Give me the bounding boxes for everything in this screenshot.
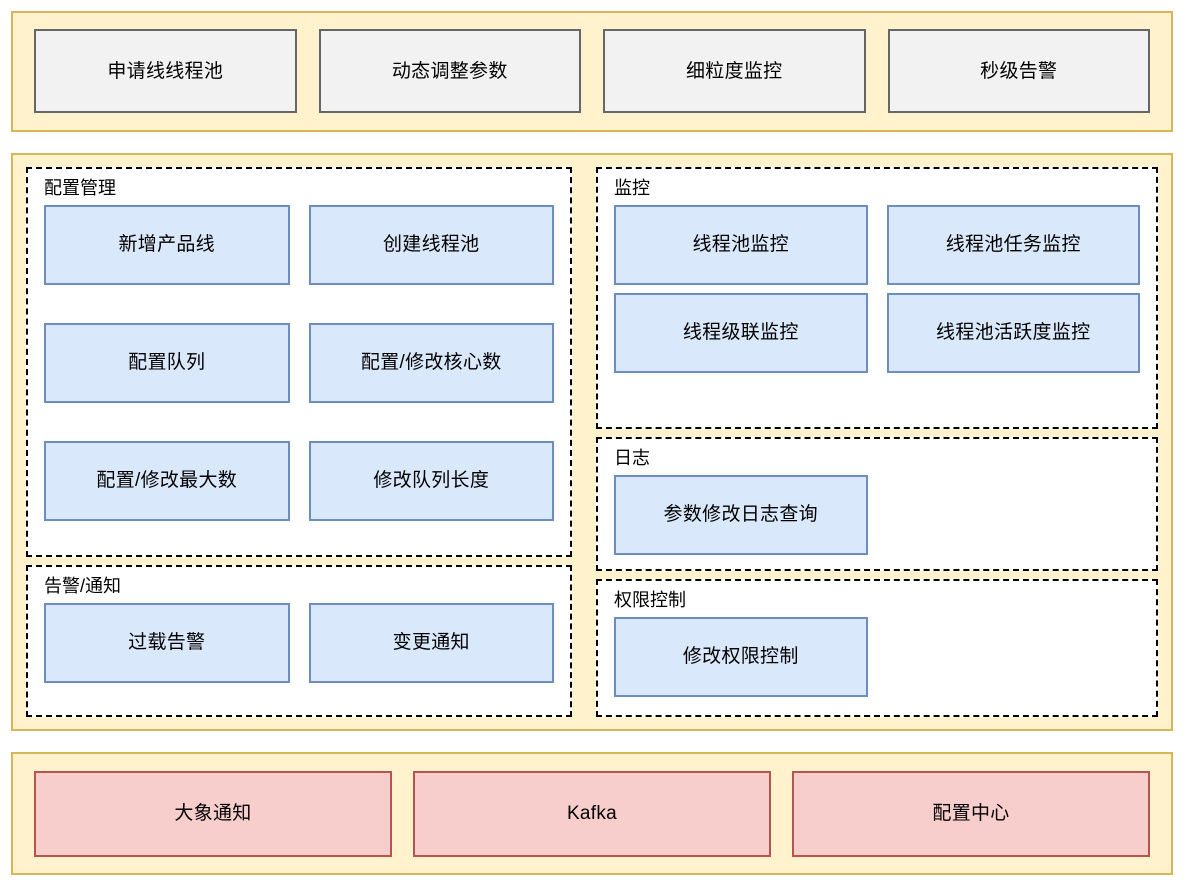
- function-box-config-queue[interactable]: 配置队列: [44, 322, 290, 403]
- group-config-management: 配置管理 新增产品线 创建线程池 配置队列 配置/修改核心数 配: [26, 166, 572, 557]
- alert-notification-grid: 过载告警 变更通知: [44, 602, 554, 683]
- function-box-label: 线程级联监控: [682, 322, 799, 344]
- function-box-label: 参数修改日志查询: [663, 504, 818, 526]
- dependency-box-daxiang-notification[interactable]: 大象通知: [34, 770, 392, 857]
- dependency-box-config-center[interactable]: 配置中心: [792, 770, 1150, 857]
- function-box-label: 线程池监控: [692, 234, 789, 256]
- function-box-label: 新增产品线: [118, 234, 215, 256]
- group-permission-control: 权限控制 修改权限控制: [596, 578, 1158, 718]
- permission-control-grid: 修改权限控制: [614, 616, 1140, 697]
- dependency-box-label: Kafka: [566, 802, 618, 824]
- function-box-config-modify-core-size[interactable]: 配置/修改核心数: [308, 322, 554, 403]
- function-box-thread-pool-task-monitor[interactable]: 线程池任务监控: [886, 204, 1140, 285]
- dependency-box-kafka[interactable]: Kafka: [413, 770, 771, 857]
- function-box-overload-alert[interactable]: 过载告警: [44, 602, 290, 683]
- function-box-label: 修改权限控制: [682, 646, 799, 668]
- function-box-create-thread-pool[interactable]: 创建线程池: [308, 204, 554, 285]
- group-title-log: 日志: [614, 447, 650, 468]
- function-box-label: 配置/修改最大数: [96, 470, 238, 492]
- capability-box-label: 秒级告警: [980, 60, 1058, 82]
- function-box-label: 过载告警: [128, 632, 206, 654]
- group-log: 日志 参数修改日志查询: [596, 436, 1158, 571]
- function-box-add-product-line[interactable]: 新增产品线: [44, 204, 290, 285]
- function-box-param-change-log-query[interactable]: 参数修改日志查询: [614, 474, 868, 555]
- function-box-thread-pool-monitor[interactable]: 线程池监控: [614, 204, 868, 285]
- function-box-label: 配置队列: [128, 352, 206, 374]
- group-title-monitoring: 监控: [614, 177, 650, 198]
- capability-box-dynamic-adjust-params[interactable]: 动态调整参数: [318, 29, 581, 114]
- capability-box-second-level-alert[interactable]: 秒级告警: [887, 29, 1150, 114]
- function-box-label: 变更通知: [392, 632, 470, 654]
- capability-box-label: 申请线线程池: [107, 60, 224, 82]
- function-left-column: 配置管理 新增产品线 创建线程池 配置队列 配置/修改核心数 配: [26, 166, 572, 718]
- log-grid: 参数修改日志查询: [614, 474, 1140, 555]
- monitoring-grid: 线程池监控 线程池任务监控 线程级联监控 线程池活跃度监控: [614, 204, 1140, 373]
- function-box-thread-pool-activity-monitor[interactable]: 线程池活跃度监控: [886, 292, 1140, 373]
- function-box-label: 修改队列长度: [373, 470, 490, 492]
- capability-box-fine-grained-monitoring[interactable]: 细粒度监控: [603, 29, 866, 114]
- middle-function-band: 配置管理 新增产品线 创建线程池 配置队列 配置/修改核心数 配: [11, 152, 1173, 732]
- function-right-column: 监控 线程池监控 线程池任务监控 线程级联监控 线程池活跃度监控: [596, 166, 1158, 718]
- capability-box-label: 细粒度监控: [685, 60, 783, 82]
- config-management-grid: 新增产品线 创建线程池 配置队列 配置/修改核心数 配置/修改最大数: [44, 204, 554, 521]
- bottom-dependency-band: 大象通知 Kafka 配置中心: [11, 752, 1173, 875]
- function-box-change-notification[interactable]: 变更通知: [308, 602, 554, 683]
- function-box-modify-permission-control[interactable]: 修改权限控制: [614, 616, 868, 697]
- function-box-thread-cascade-monitor[interactable]: 线程级联监控: [614, 292, 868, 373]
- function-box-label: 线程池活跃度监控: [936, 322, 1091, 344]
- function-box-label: 创建线程池: [382, 234, 480, 256]
- dependency-box-label: 大象通知: [174, 802, 252, 824]
- group-monitoring: 监控 线程池监控 线程池任务监控 线程级联监控 线程池活跃度监控: [596, 166, 1158, 429]
- function-box-config-modify-max-size[interactable]: 配置/修改最大数: [44, 440, 290, 521]
- capability-box-apply-thread-pool[interactable]: 申请线线程池: [34, 29, 297, 114]
- group-alert-notification: 告警/通知 过载告警 变更通知: [26, 564, 572, 718]
- function-box-label: 配置/修改核心数: [360, 352, 502, 374]
- capability-box-label: 动态调整参数: [391, 60, 508, 82]
- group-title-permission-control: 权限控制: [614, 589, 686, 610]
- function-box-label: 线程池任务监控: [945, 234, 1081, 256]
- function-box-modify-queue-length[interactable]: 修改队列长度: [308, 440, 554, 521]
- group-title-alert-notification: 告警/通知: [44, 575, 122, 596]
- top-capability-band: 申请线线程池 动态调整参数 细粒度监控 秒级告警: [11, 11, 1173, 132]
- dependency-box-label: 配置中心: [932, 802, 1010, 824]
- group-title-config-management: 配置管理: [44, 177, 116, 198]
